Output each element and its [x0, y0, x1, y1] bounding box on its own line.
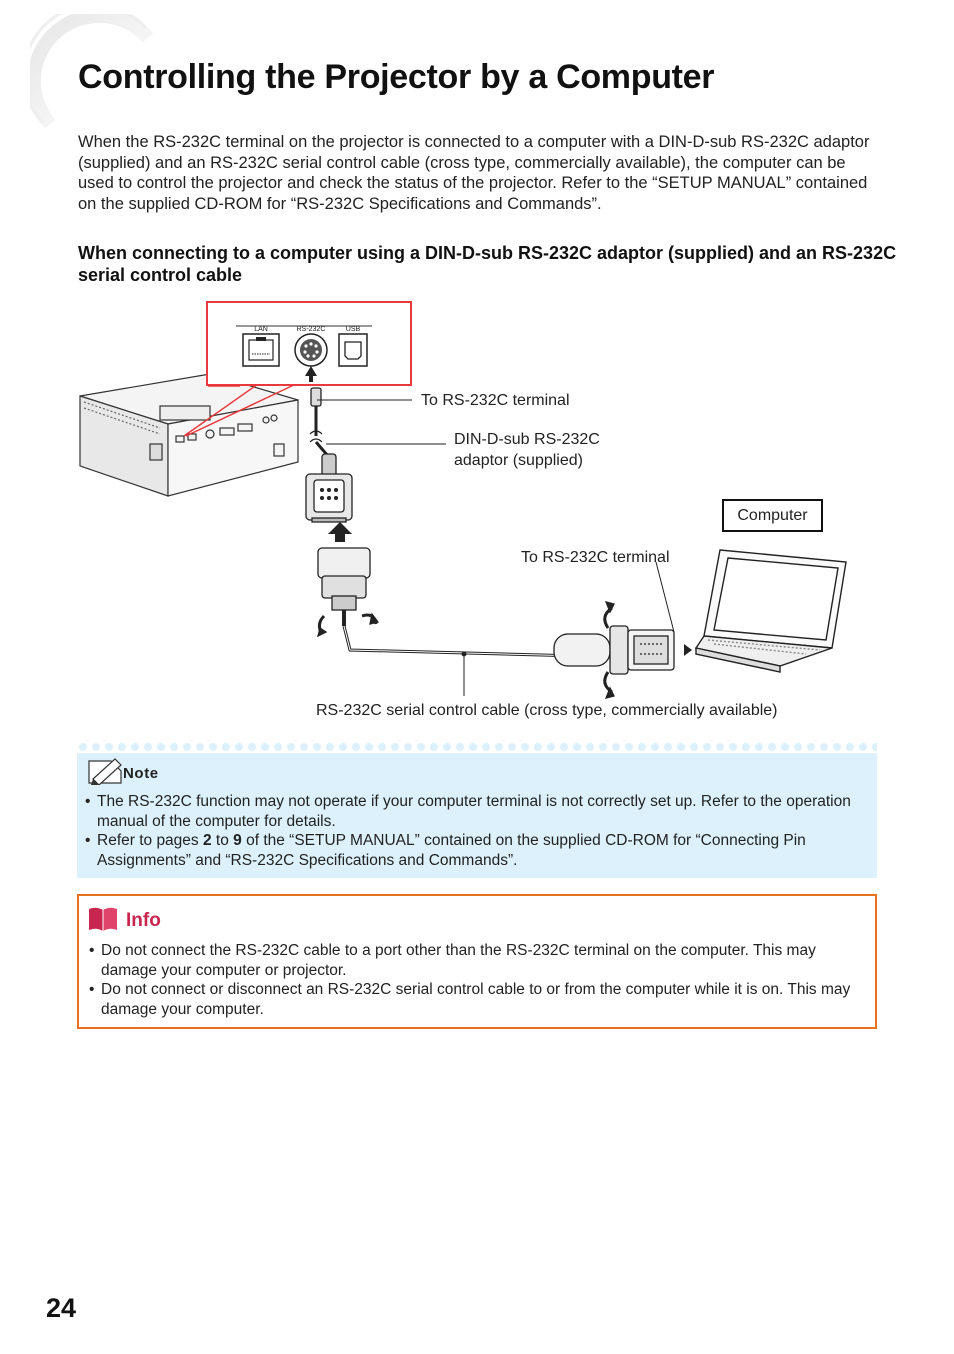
- note-border-dot: [196, 743, 204, 751]
- note-border-dot: [833, 743, 841, 751]
- note-border-dot: [794, 743, 802, 751]
- note-border-dot: [430, 743, 438, 751]
- note-border-dot: [495, 743, 503, 751]
- note-border-dot: [729, 743, 737, 751]
- page-title: Controlling the Projector by a Computer: [78, 58, 715, 96]
- laptop-illustration: [694, 549, 847, 673]
- note-border-dot: [664, 743, 672, 751]
- note-border-dot: [183, 743, 191, 751]
- note-border-dot: [742, 743, 750, 751]
- info-item: Do not connect the RS-232C cable to a po…: [89, 941, 859, 980]
- note-label: Note: [123, 765, 159, 782]
- note-border-dot: [846, 743, 854, 751]
- label-computer: Computer: [722, 499, 823, 532]
- note-border-dot: [287, 743, 295, 751]
- note-border-dot: [274, 743, 282, 751]
- note-border-dot: [248, 743, 256, 751]
- note-item: Refer to pages 2 to 9 of the “SETUP MANU…: [85, 831, 865, 870]
- note-border-dot: [79, 743, 87, 751]
- note-border-dot: [443, 743, 451, 751]
- label-adaptor-line2: adaptor (supplied): [454, 452, 583, 469]
- note-border-dot: [716, 743, 724, 751]
- connection-diagram: LAN RS-232C USB: [79, 301, 847, 699]
- note-border-dot: [404, 743, 412, 751]
- note-border-dot: [482, 743, 490, 751]
- note-border-dot: [209, 743, 217, 751]
- section-subheading: When connecting to a computer using a DI…: [78, 243, 897, 285]
- info-label: Info: [126, 910, 161, 931]
- corner-arc-decoration: [30, 14, 154, 129]
- note-border-dot: [391, 743, 399, 751]
- port-label-rs232c: RS-232C: [297, 326, 326, 333]
- info-list: Do not connect the RS-232C cable to a po…: [89, 941, 859, 1019]
- label-to-rs232c-terminal-computer: To RS-232C terminal: [521, 549, 670, 566]
- note-border-dot: [820, 743, 828, 751]
- note-border-dot: [417, 743, 425, 751]
- note-border-dot: [638, 743, 646, 751]
- note-border-dot: [599, 743, 607, 751]
- note-border-dot: [612, 743, 620, 751]
- note-border-dot: [313, 743, 321, 751]
- note-border-dot: [755, 743, 763, 751]
- note-item: The RS-232C function may not operate if …: [85, 792, 865, 831]
- label-adaptor-line1: DIN-D-sub RS-232C: [454, 431, 600, 448]
- port-label-usb: USB: [346, 326, 361, 333]
- note-border-dot: [651, 743, 659, 751]
- note-border-dot: [534, 743, 542, 751]
- page-ref-end: 9: [233, 832, 242, 849]
- note-border-dot: [690, 743, 698, 751]
- note-border-dot: [157, 743, 165, 751]
- note-border-dot: [768, 743, 776, 751]
- note-border-dot: [300, 743, 308, 751]
- note-border-dot: [625, 743, 633, 751]
- note-border-dot: [508, 743, 516, 751]
- note-border-dot: [365, 743, 373, 751]
- note-border-dot: [326, 743, 334, 751]
- note-border-dot: [352, 743, 360, 751]
- page-ref-start: 2: [202, 832, 212, 849]
- note-border-dot: [261, 743, 269, 751]
- note-border-dot: [105, 743, 113, 751]
- note-border-dot: [170, 743, 178, 751]
- note-border-dot: [378, 743, 386, 751]
- cable-dsub-plug-left: [317, 547, 380, 638]
- note-border-dot: [222, 743, 230, 751]
- note-panel: Note The RS-232C function may not operat…: [77, 741, 877, 878]
- port-label-lan: LAN: [254, 326, 268, 333]
- note-border-dot: [521, 743, 529, 751]
- note-border-dot: [703, 743, 711, 751]
- label-serial-cable: RS-232C serial control cable (cross type…: [316, 702, 778, 719]
- note-border-dot: [560, 743, 568, 751]
- note-border-dot: [547, 743, 555, 751]
- note-border-dot: [677, 743, 685, 751]
- note-border-dot: [469, 743, 477, 751]
- note-border-dot: [456, 743, 464, 751]
- din-plug: [309, 387, 330, 457]
- label-to-rs232c-terminal-projector: To RS-232C terminal: [421, 392, 570, 409]
- info-panel: Info Do not connect the RS-232C cable to…: [77, 894, 877, 1029]
- note-border-dot: [118, 743, 126, 751]
- note-border-dot: [235, 743, 243, 751]
- note-border-dot: [872, 743, 877, 751]
- din-dsub-adaptor: [305, 453, 353, 523]
- note-border-dot: [339, 743, 347, 751]
- note-list: The RS-232C function may not operate if …: [85, 792, 865, 870]
- pencil-icon: [88, 758, 122, 785]
- note-border-dot: [807, 743, 815, 751]
- note-border-dot: [144, 743, 152, 751]
- note-dotted-border: [77, 741, 877, 753]
- note-border-dot: [859, 743, 867, 751]
- page-number: 24: [46, 1293, 77, 1323]
- book-icon: [89, 907, 117, 931]
- note-border-dot: [92, 743, 100, 751]
- intro-paragraph: When the RS-232C terminal on the project…: [78, 133, 870, 213]
- note-border-dot: [781, 743, 789, 751]
- info-item: Do not connect or disconnect an RS-232C …: [89, 980, 859, 1019]
- port-callout: [183, 301, 412, 437]
- note-border-dot: [131, 743, 139, 751]
- cable-dsub-plug-right: [553, 601, 675, 699]
- note-border-dot: [586, 743, 594, 751]
- note-border-dot: [573, 743, 581, 751]
